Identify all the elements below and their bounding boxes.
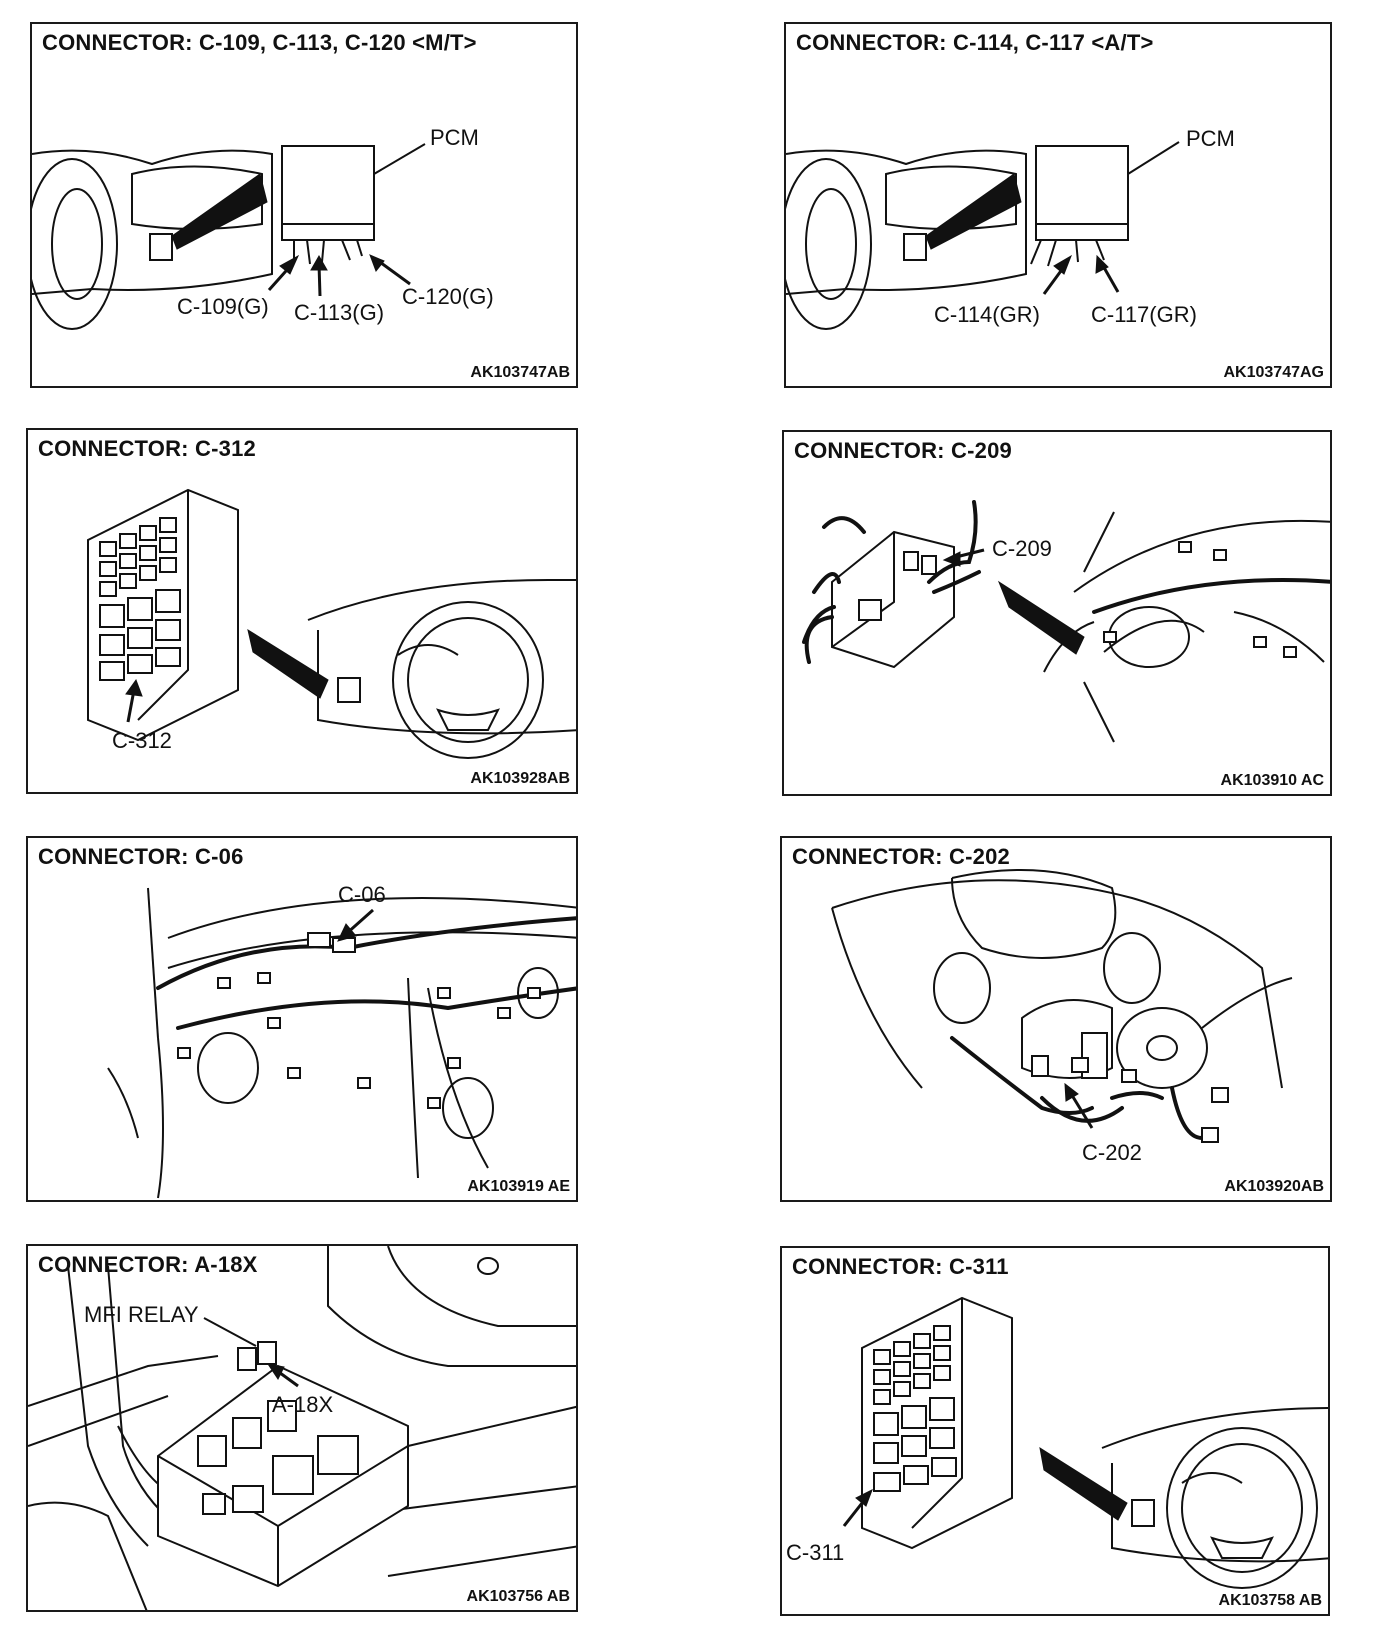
connector-c209-illustration: C-209 xyxy=(802,500,1330,743)
c312-label: C-312 xyxy=(112,728,172,753)
pcm-label: PCM xyxy=(1186,126,1235,151)
c120-label: C-120(G) xyxy=(402,284,494,309)
steering-column-c202-illustration: C-202 xyxy=(831,869,1293,1165)
c117-label: C-117(GR) xyxy=(1091,302,1197,327)
panel-c109-c113-c120: CONNECTOR: C-109, C-113, C-120 <M/T> PCM… xyxy=(30,22,578,388)
figure-code: AK103747AG xyxy=(1223,364,1325,381)
panel-title: CONNECTOR: C-209 xyxy=(794,438,1012,463)
panel-c209: CONNECTOR: C-209 C-209 AK103910 AC xyxy=(782,430,1332,796)
c06-label: C-06 xyxy=(338,882,386,907)
pcm-location-illustration: PCM C-114(GR) C-117(GR) xyxy=(786,126,1235,330)
harness-c06-illustration: C-06 xyxy=(107,882,576,1199)
panel-title: CONNECTOR: C-06 xyxy=(38,844,244,869)
panel-a18x: CONNECTOR: A-18X MFI RELAY xyxy=(26,1244,578,1612)
c209-label: C-209 xyxy=(992,536,1052,561)
panel-title: CONNECTOR: C-311 xyxy=(792,1254,1009,1279)
panel-title: CONNECTOR: C-109, C-113, C-120 <M/T> xyxy=(42,30,477,55)
junction-block-illustration: C-312 xyxy=(87,488,576,759)
c311-label: C-311 xyxy=(786,1540,844,1565)
pcm-label: PCM xyxy=(430,125,479,150)
engine-compartment-relay-box-illustration: MFI RELAY A-18X xyxy=(28,1246,576,1610)
fuse-grid xyxy=(99,517,181,681)
figure-code: AK103928AB xyxy=(470,770,570,787)
panel-c312: CONNECTOR: C-312 xyxy=(26,428,578,794)
junction-block-c311-illustration: C-311 xyxy=(786,1296,1328,1589)
panel-title: CONNECTOR: C-312 xyxy=(38,436,256,461)
c114-label: C-114(GR) xyxy=(934,302,1040,327)
panel-c202: CONNECTOR: C-202 C-202 AK103920AB xyxy=(780,836,1332,1202)
c113-label: C-113(G) xyxy=(294,300,384,325)
panel-c06: CONNECTOR: C-06 C-06 AK103919 AE xyxy=(26,836,578,1202)
figure-code: AK103910 AC xyxy=(1220,772,1324,789)
figure-code: AK103756 AB xyxy=(466,1588,570,1605)
panel-title: CONNECTOR: C-202 xyxy=(792,844,1010,869)
fuse-grid xyxy=(873,1325,957,1492)
figure-code: AK103758 AB xyxy=(1218,1592,1322,1609)
a18x-label: A-18X xyxy=(272,1392,333,1417)
panel-c114-c117: CONNECTOR: C-114, C-117 <A/T> PCM C-114(… xyxy=(784,22,1332,388)
relay-blocks xyxy=(197,1341,359,1515)
mfi-relay-label: MFI RELAY xyxy=(84,1302,199,1327)
figure-code: AK103919 AE xyxy=(467,1178,570,1195)
c202-label: C-202 xyxy=(1082,1140,1142,1165)
panel-title: CONNECTOR: C-114, C-117 <A/T> xyxy=(796,30,1154,55)
panel-title: CONNECTOR: A-18X xyxy=(38,1252,258,1277)
pcm-location-illustration: PCM C-109(G) C-113(G) C-120(G) xyxy=(32,125,494,330)
c109-label: C-109(G) xyxy=(177,294,269,319)
figure-code: AK103920AB xyxy=(1224,1178,1324,1195)
panel-c311: CONNECTOR: C-311 xyxy=(780,1246,1330,1616)
figure-code: AK103747AB xyxy=(470,364,570,381)
